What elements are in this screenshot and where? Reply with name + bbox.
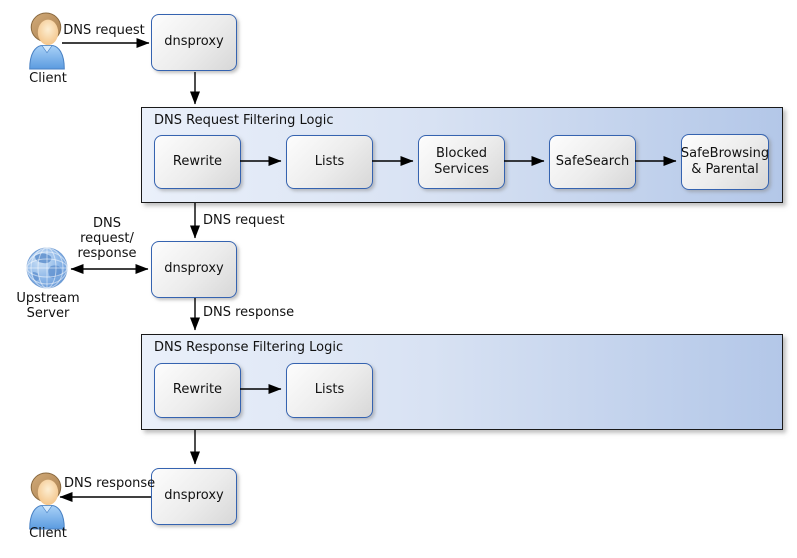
step-rewrite-response: Rewrite	[154, 363, 241, 418]
step-rewrite-request: Rewrite	[154, 135, 241, 189]
upstream-server-globe-icon	[26, 247, 68, 289]
edge-label-dns-response-mid: DNS response	[203, 305, 295, 320]
client-top-label: Client	[29, 71, 67, 86]
step-label: SafeSearch	[555, 153, 630, 169]
dnsproxy-node-top: dnsproxy	[151, 14, 237, 71]
dns-request-filtering-container: DNS Request Filtering Logic Rewrite List…	[141, 107, 783, 203]
step-blocked-services: Blocked Services	[418, 135, 505, 189]
step-safesearch: SafeSearch	[549, 135, 636, 189]
request-pipeline-title: DNS Request Filtering Logic	[154, 113, 334, 128]
step-label: Lists	[314, 153, 345, 169]
dnsproxy-label: dnsproxy	[164, 34, 224, 50]
step-label: Rewrite	[172, 382, 223, 398]
edge-label-dns-request-mid: DNS request	[203, 213, 285, 228]
step-lists-response: Lists	[286, 363, 373, 418]
dnsproxy-node-middle: dnsproxy	[151, 241, 237, 298]
edge-label-dns-response-bottom: DNS response	[64, 476, 156, 491]
step-label: Rewrite	[172, 153, 223, 169]
step-label: SafeBrowsing & Parental	[680, 145, 770, 177]
dnsproxy-label: dnsproxy	[164, 261, 224, 277]
client-bottom-label: Client	[29, 526, 67, 541]
response-pipeline-title: DNS Response Filtering Logic	[154, 340, 344, 355]
dnsproxy-label: dnsproxy	[164, 488, 224, 504]
dns-response-filtering-container: DNS Response Filtering Logic Rewrite Lis…	[141, 334, 783, 430]
step-label: Lists	[314, 382, 345, 398]
edge-label-dns-request-top: DNS request	[63, 23, 145, 38]
upstream-server-label: Upstream Server	[16, 291, 80, 321]
step-label: Blocked Services	[434, 145, 489, 177]
step-lists-request: Lists	[286, 135, 373, 189]
client-icon	[29, 472, 65, 530]
dnsproxy-node-bottom: dnsproxy	[151, 468, 237, 525]
step-safebrowsing-parental: SafeBrowsing & Parental	[681, 134, 769, 190]
edge-label-upstream-link: DNS request/ response	[77, 216, 137, 261]
client-icon	[29, 12, 65, 70]
